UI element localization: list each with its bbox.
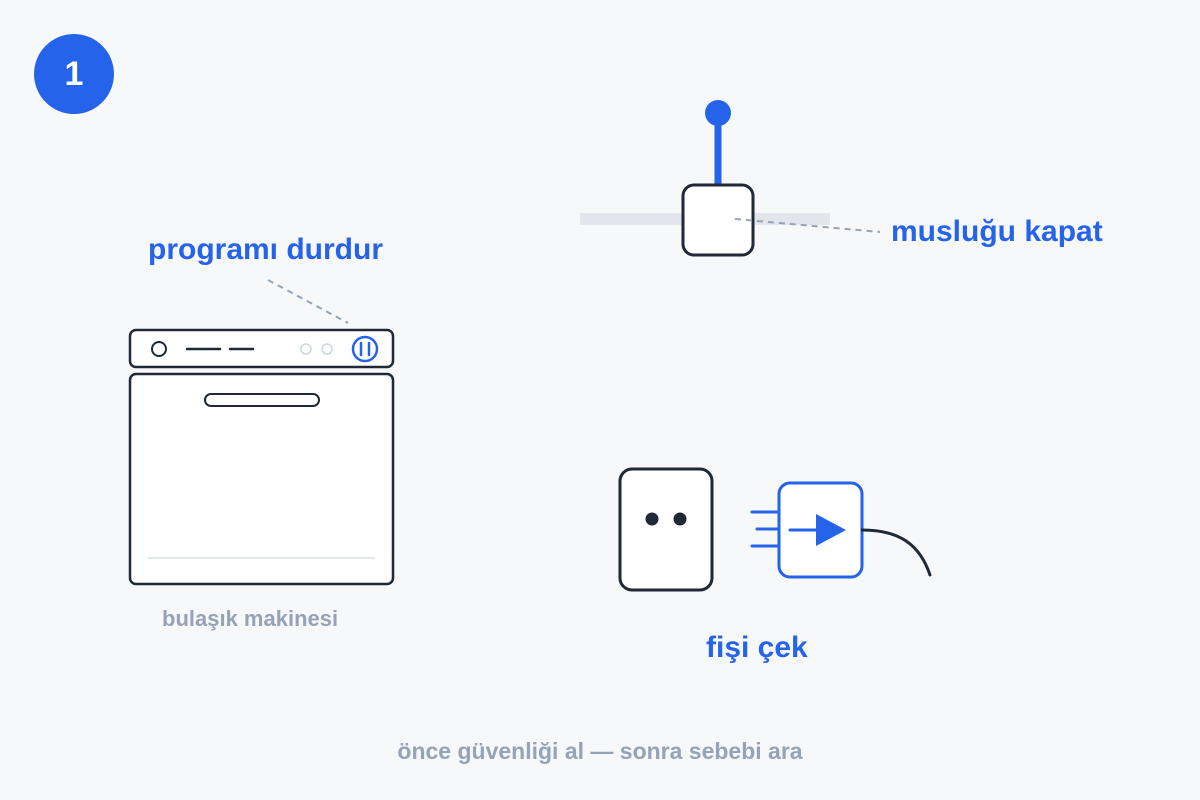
footer-caption: önce güvenliği al — sonra sebebi ara [397,738,803,764]
power-plug-illustration [618,467,932,592]
dishwasher-indicator-light [321,343,333,355]
dishwasher-handle [204,393,320,407]
valve-body[interactable] [681,183,755,257]
unplug-label: fişi çek [706,631,808,664]
plug-cable [860,528,932,577]
dishwasher-control-panel [128,328,395,369]
close-tap-leader-line [734,218,881,233]
valve-lever-knob [705,100,731,126]
dishwasher-indicator-light [300,343,312,355]
dishwasher-knob [151,341,167,357]
wall-socket [618,467,714,592]
socket-hole [673,512,687,526]
arrow-right-icon [788,514,846,546]
step-number-badge: 1 [34,34,114,114]
dishwasher-illustration [128,328,395,586]
pause-icon[interactable] [351,335,379,363]
water-valve-illustration [580,100,881,257]
dishwasher-body [128,372,395,586]
socket-hole [645,512,659,526]
stop-program-label: programı durdur [148,233,384,266]
stop-program-leader-line [267,279,349,324]
close-tap-label: musluğu kapat [891,215,1103,248]
dishwasher-label: bulaşık makinesi [162,606,339,631]
